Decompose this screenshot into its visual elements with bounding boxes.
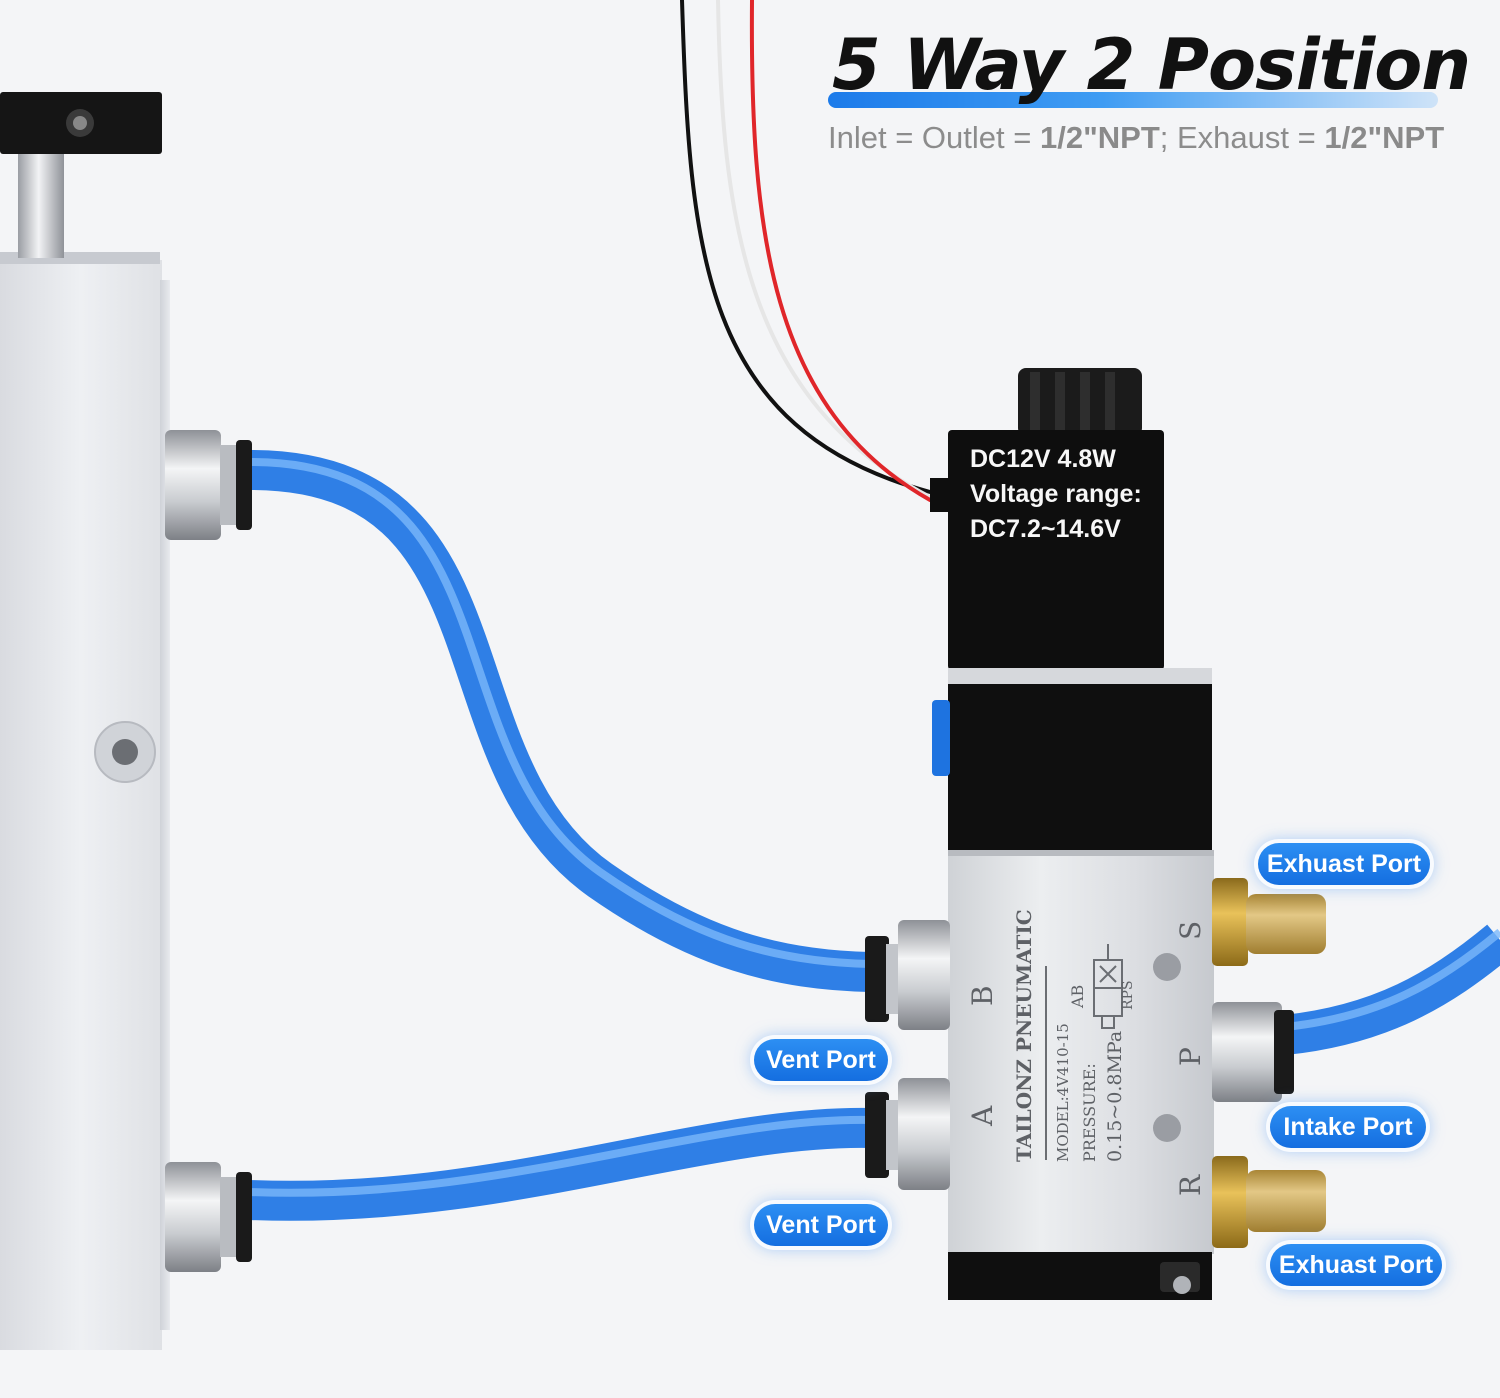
- solenoid-knob: [1018, 368, 1142, 436]
- air-tubes: [249, 450, 1500, 1221]
- page-title: 5 Way 2 Position: [832, 24, 1471, 106]
- valve-model-text: MODEL:4V410-15: [1054, 1023, 1072, 1162]
- valve-symbol-top-label: AB: [1068, 984, 1087, 1008]
- valve-symbol: [1093, 944, 1123, 1029]
- muffler-top: [1212, 878, 1326, 966]
- intake-port-callout: Intake Port: [1270, 1106, 1426, 1148]
- spec-separator: ;: [1159, 120, 1177, 155]
- coil-voltage-range-label: Voltage range:: [970, 480, 1142, 508]
- cylinder-fitting-upper: [165, 430, 252, 540]
- air-cylinder: [0, 252, 170, 1350]
- spec-inlet-value: 1/2"NPT: [1039, 120, 1160, 155]
- title-underline: [828, 92, 1438, 108]
- cylinder-fitting-lower: [165, 1162, 252, 1272]
- rod-end-block: [0, 92, 162, 154]
- coil-power-label: DC12V 4.8W: [970, 445, 1116, 473]
- port-letter-a: A: [966, 1105, 999, 1126]
- valve-brand-text: TAILONZ PNEUMATIC: [1012, 909, 1036, 1162]
- spec-inlet-prefix: Inlet = Outlet =: [828, 120, 1040, 155]
- port-letter-r: R: [1174, 1174, 1207, 1196]
- coil-wires: [680, 0, 932, 502]
- valve-pressure-label: PRESSURE:: [1080, 1063, 1099, 1162]
- valve-fitting-a: [865, 1078, 950, 1190]
- valve-symbol-bottom-label: RPS: [1120, 980, 1136, 1010]
- port-letter-b: B: [966, 985, 999, 1006]
- port-letter-s: S: [1174, 920, 1207, 940]
- heading-block: 5 Way 2 Position: [828, 24, 1471, 118]
- vent-port-callout-bottom: Vent Port: [754, 1204, 888, 1246]
- valve-end-cap: [948, 1252, 1212, 1300]
- vent-port-callout-top: Vent Port: [754, 1039, 888, 1081]
- exhaust-port-callout-bottom: Exhuast Port: [1270, 1244, 1442, 1286]
- port-spec-line: Inlet = Outlet = 1/2"NPT; Exhaust = 1/2"…: [828, 120, 1488, 156]
- port-letter-p: P: [1174, 1047, 1207, 1066]
- piston-rod: [18, 150, 64, 258]
- valve-actuator: [932, 668, 1212, 852]
- valve-fitting-b: [865, 920, 950, 1030]
- valve-body: [948, 850, 1214, 1254]
- solenoid-coil: [930, 430, 1164, 670]
- valve-pressure-value: 0.15~0.8MPa: [1104, 1030, 1126, 1162]
- muffler-bottom: [1212, 1156, 1326, 1248]
- intake-fitting: [1212, 1002, 1294, 1102]
- spec-exhaust-value: 1/2"NPT: [1324, 120, 1445, 155]
- spec-exhaust-prefix: Exhaust =: [1177, 120, 1325, 155]
- coil-voltage-range-value: DC7.2~14.6V: [970, 515, 1121, 543]
- exhaust-port-callout-top: Exhuast Port: [1258, 843, 1430, 885]
